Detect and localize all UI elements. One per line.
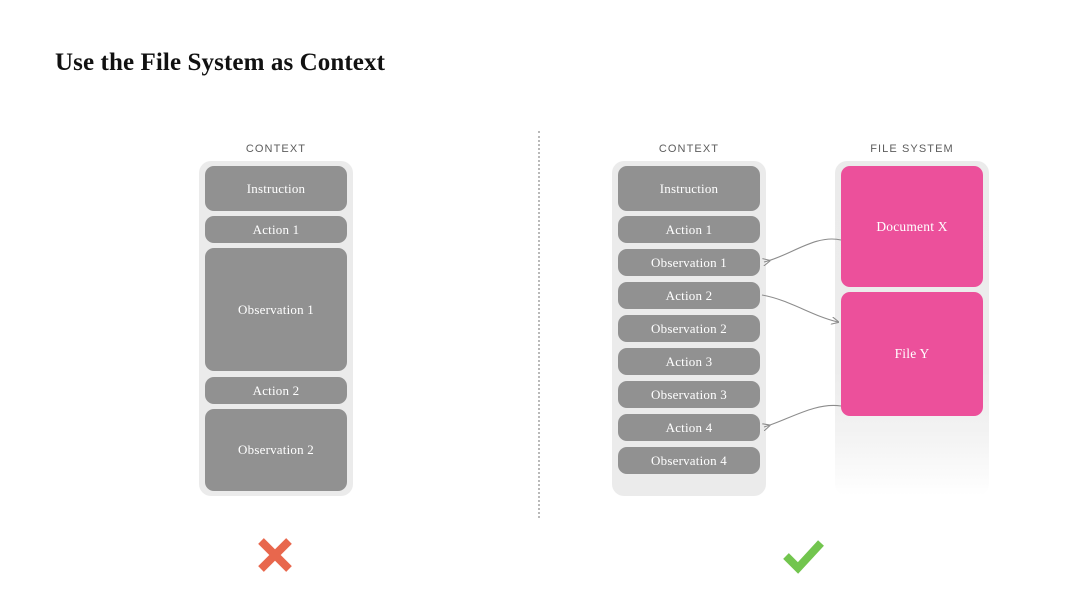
left-context-header: CONTEXT (245, 143, 307, 155)
right-block-action-2: Action 2 (618, 282, 760, 309)
right-block-action-1: Action 1 (618, 216, 760, 243)
right-block-observation-2: Observation 2 (618, 315, 760, 342)
right-block-action-4: Action 4 (618, 414, 760, 441)
file-system-block-file-y: File Y (841, 292, 983, 416)
check-icon (783, 540, 824, 574)
left-block-action-2: Action 2 (205, 377, 347, 404)
right-context-header: CONTEXT (658, 143, 720, 155)
right-block-observation-1: Observation 1 (618, 249, 760, 276)
connector-action2-to-filey (761, 294, 838, 322)
right-block-action-3: Action 3 (618, 348, 760, 375)
left-block-action-1: Action 1 (205, 216, 347, 243)
file-system-header: FILE SYSTEM (870, 143, 954, 155)
connector-documentx-to-observation1 (764, 238, 842, 262)
right-block-observation-4: Observation 4 (618, 447, 760, 474)
file-system-block-document-x: Document X (841, 166, 983, 287)
left-block-instruction: Instruction (205, 166, 347, 211)
panel-divider (538, 131, 540, 518)
page-title: Use the File System as Context (55, 49, 386, 76)
right-block-instruction: Instruction (618, 166, 760, 211)
cross-icon (258, 538, 292, 572)
left-block-observation-1: Observation 1 (205, 248, 347, 371)
right-block-observation-3: Observation 3 (618, 381, 760, 408)
left-block-observation-2: Observation 2 (205, 409, 347, 491)
connector-filey-to-action4 (764, 404, 842, 427)
